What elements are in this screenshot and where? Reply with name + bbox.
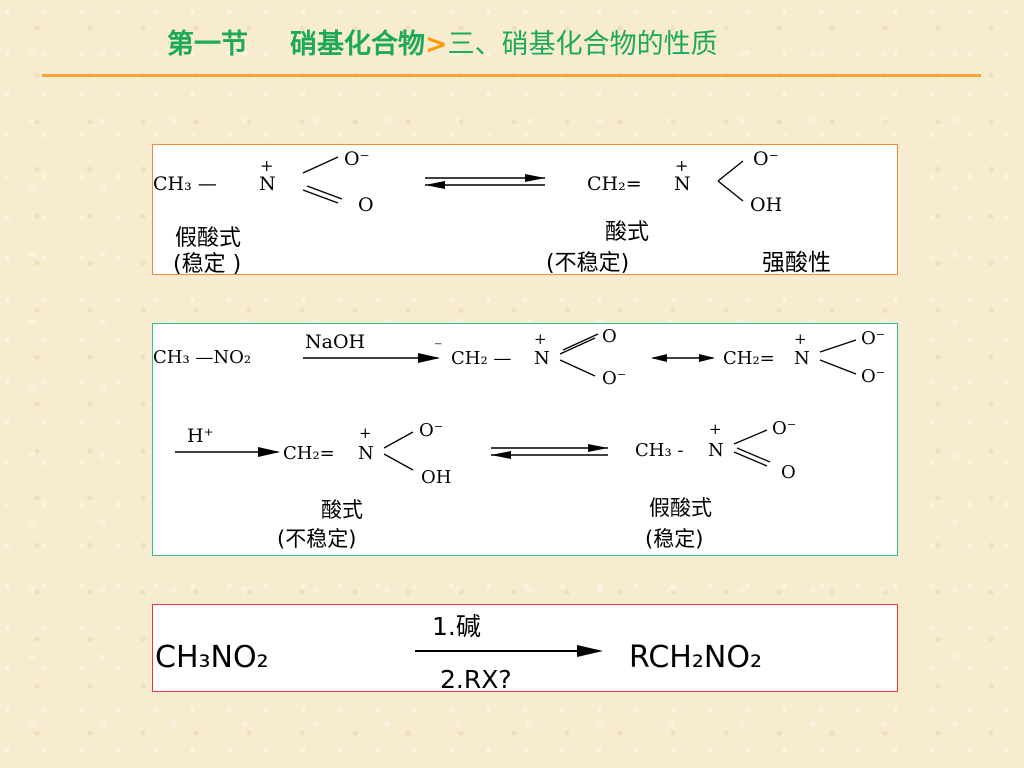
tautomerism-diagram: CH₃ — + N O⁻ O CH₂= + N O⁻ OH 假酸式 (稳定 ) … [153,148,831,274]
resonance-arrowhead-right [699,354,715,362]
pseudo-acid-label-2: 假酸式 [649,496,712,520]
nitromethane-reactant: CH₃ —NO₂ [153,347,251,368]
tautomerism-box: CH₃ — + N O⁻ O CH₂= + N O⁻ OH 假酸式 (稳定 ) … [152,144,898,275]
nitrogen-1: N [534,348,550,369]
unstable-label-2: (不稳定) [277,527,356,551]
strong-acid-label: 强酸性 [762,250,831,274]
resonance-arrowhead-left [651,354,667,362]
stable-label-2: (稳定) [645,527,703,551]
nitrogen-atom: N [259,173,276,195]
step-two-alkyl-halide: 2.RX? [440,665,512,691]
n-charge-acid: + [675,156,688,175]
n-o-single-bond [302,156,339,174]
ch3-group: CH₃ — [153,173,217,195]
reaction-arrowhead-1 [418,353,440,363]
reaction-sequence-box: CH₃ —NO₂ NaOH ⁻ CH₂ — + N O O⁻ CH₂= + N … [152,323,898,556]
slide-title: 第一节 硝基化合物>三、硝基化合物的性质 [167,22,718,62]
n-charge-3: + [359,424,372,442]
reaction-sequence-diagram: CH₃ —NO₂ NaOH ⁻ CH₂ — + N O O⁻ CH₂= + N … [153,326,885,551]
title-divider [42,74,981,77]
alkylation-product: RCH₂NO₂ [629,640,762,675]
ch2-group: CH₂= [587,173,642,195]
nitrogen-4: N [708,440,724,461]
carbanion-ch2: CH₂ — [451,348,511,369]
oxygen-2-top: O⁻ [861,328,885,349]
carbanion-charge: ⁻ [434,337,442,356]
n-o-double-bond-2 [306,185,343,200]
equilibrium-arrowhead-left [425,181,445,189]
acid-form-label: 酸式 [605,220,649,245]
oxygen-3: O⁻ [419,420,443,441]
oxygen-4-top: O⁻ [772,418,796,439]
bond-1a [559,337,596,355]
ch3-pseudo: CH₃ - [635,440,684,461]
naoh-reagent: NaOH [305,331,365,353]
bond-3b [383,453,414,471]
pseudo-acid-label: 假酸式 [175,226,241,251]
nitrogen-atom-acid: N [674,173,691,195]
n-charge-1: + [534,330,547,348]
equilibrium-arrowhead-2-right [588,444,608,452]
bond-2b [819,359,857,375]
bond-4c [736,447,771,463]
alkylation-diagram: CH₃NO₂ 1.碱 2.RX? RCH₂NO₂ [155,612,762,691]
alkylation-reactant: CH₃NO₂ [155,640,269,675]
hydroxyl-3: OH [421,467,451,488]
oxygen-anion: O⁻ [344,148,370,170]
acid-form-label-2: 酸式 [321,498,363,522]
n-o-bond-acid [717,160,744,182]
oxygen-4-bottom: O [781,462,796,483]
proton-reagent: H⁺ [187,425,214,447]
oxygen-1-bottom: O⁻ [602,368,626,389]
step-one-base: 1.碱 [432,612,481,641]
breadcrumb-arrow: > [425,29,448,60]
topic-label: 硝基化合物 [290,29,425,60]
section-label: 第一节 [167,29,248,60]
bond-4b [733,451,768,467]
bond-2a [819,339,857,353]
n-oh-bond-acid [717,180,744,202]
hydroxyl-group: OH [750,194,782,216]
nitrogen-3: N [358,443,374,464]
oxygen-anion-acid: O⁻ [753,148,779,170]
oxygen-atom: O [358,194,374,216]
n-o-double-bond-1 [302,189,339,204]
acid-ch2: CH₂= [283,443,335,464]
bond-1b [562,333,599,351]
reaction-arrowhead-2 [258,447,280,457]
stable-label: (稳定 ) [173,252,241,274]
equilibrium-arrowhead-right [525,174,545,182]
nitrogen-2: N [794,348,810,369]
bond-4a [733,429,768,445]
n-charge-2: + [794,330,807,348]
oxygen-2-bottom: O⁻ [861,366,885,387]
bond-3a [383,431,414,449]
oxygen-1-top: O [602,326,617,347]
ch2-double-bond: CH₂= [723,348,775,369]
subtopic-label: 三、硝基化合物的性质 [447,29,718,60]
alkylation-arrowhead [577,645,603,657]
n-charge-4: + [709,420,722,438]
bond-1c [559,359,596,377]
n-charge: + [260,156,273,175]
alkylation-box: CH₃NO₂ 1.碱 2.RX? RCH₂NO₂ [152,604,898,692]
equilibrium-arrowhead-2-left [491,451,511,459]
unstable-label: (不稳定) [546,251,629,274]
